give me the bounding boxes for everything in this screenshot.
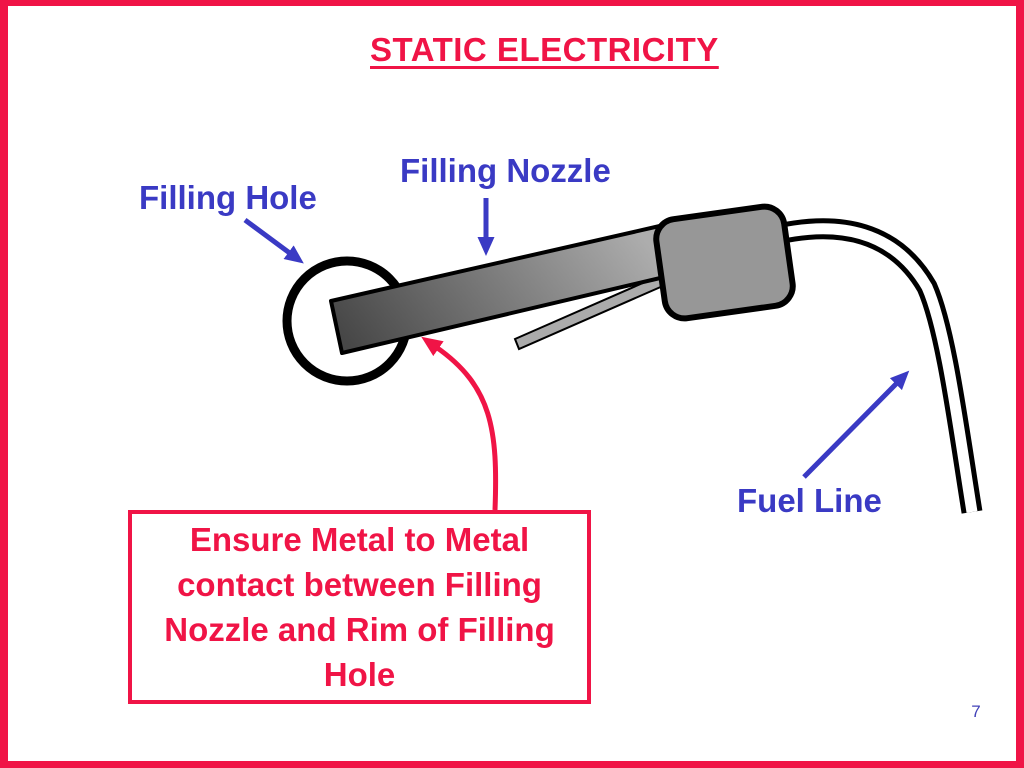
nozzle-spout [329,223,675,355]
fuel-line-label: Fuel Line [737,482,882,519]
callout-arrow [421,336,499,511]
callout-text-line: contact between Filling [177,566,542,603]
filling-hole-arrow [243,217,304,264]
fuel-line-arrow [802,370,910,479]
fuel-line-tube [753,223,978,513]
callout-text-line: Ensure Metal to Metal [189,521,530,558]
callout-text-line: Hole [323,656,396,693]
filling-nozzle-label: Filling Nozzle [400,152,611,189]
callout-text-line: Nozzle and Rim of Filling [164,611,555,648]
filling-hole-label: Filling Hole [139,179,317,216]
callout-box: Ensure Metal to Metal contact between Fi… [128,510,591,704]
nozzle-handle-body [653,203,796,322]
page-number: 7 [971,702,981,721]
slide-title: STATIC ELECTRICITY [370,31,719,68]
